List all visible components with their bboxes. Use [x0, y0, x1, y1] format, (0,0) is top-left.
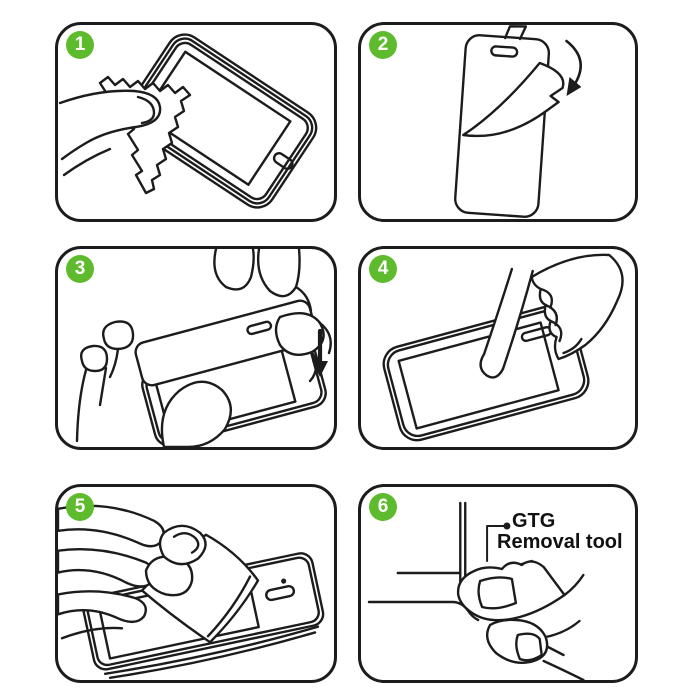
removal-tool-label-line1: GTG: [512, 510, 556, 532]
step-1-panel: 1: [55, 22, 337, 222]
peeled-film-icon: [462, 61, 565, 138]
fingernail-line: [136, 95, 156, 125]
removal-tool-label-line2: Removal tool: [497, 531, 623, 553]
step-3-badge: 3: [66, 255, 94, 283]
removal-tool-label: GTG Removal tool: [497, 511, 623, 553]
home-button-icon: [272, 152, 294, 170]
step-2-badge: 2: [369, 31, 397, 59]
curved-arrow-icon: [565, 39, 582, 96]
leader-line: [486, 522, 511, 562]
arrow-down-icon: [312, 328, 328, 377]
peel-film-illustration: [454, 25, 582, 218]
align-glass-illustration: [75, 249, 332, 447]
pinching-hand-icon: [456, 560, 585, 680]
peel-tab-icon: [503, 25, 528, 41]
step-4-badge: 4: [369, 255, 397, 283]
thumbnail-icon: [477, 576, 518, 610]
step-5-badge: 5: [66, 493, 94, 521]
phone-icon: [124, 33, 318, 209]
hand-icon: [58, 89, 162, 177]
smooth-out-illustration: [58, 504, 325, 680]
phone-edge-line: [108, 631, 317, 680]
step-6-badge: 6: [369, 493, 397, 521]
speaker-slot-icon: [520, 325, 553, 343]
index-finger-line: [482, 267, 514, 356]
removal-tool-illustration: [367, 501, 585, 680]
step-1-badge: 1: [66, 31, 94, 59]
step-6-panel: GTG Removal tool: [358, 484, 638, 683]
right-hand-icon: [213, 249, 332, 383]
fingernail-icon: [515, 632, 543, 662]
step-4-panel: 4: [358, 246, 638, 450]
left-hand-icon: [75, 320, 232, 447]
fingertip-line: [479, 352, 505, 379]
screen-protector-icon: [454, 25, 551, 218]
wipe-screen-illustration: [58, 33, 318, 209]
step-3-panel: 3: [55, 246, 337, 450]
press-center-illustration: [382, 253, 624, 442]
speaker-slot-icon: [246, 320, 273, 336]
phone-edge-line: [103, 625, 320, 675]
leader-dot-icon: [503, 522, 511, 530]
phone-icon: [82, 552, 325, 680]
speaker-slot-icon: [490, 45, 519, 58]
home-button-icon: [265, 585, 296, 602]
step-2-panel: 2: [358, 22, 638, 222]
thumb-icon: [158, 524, 207, 566]
hand-icon: [479, 253, 624, 379]
thumbnail-line: [172, 532, 200, 554]
earpiece-dot-icon: [281, 578, 287, 584]
step-5-panel: 5: [55, 484, 337, 683]
